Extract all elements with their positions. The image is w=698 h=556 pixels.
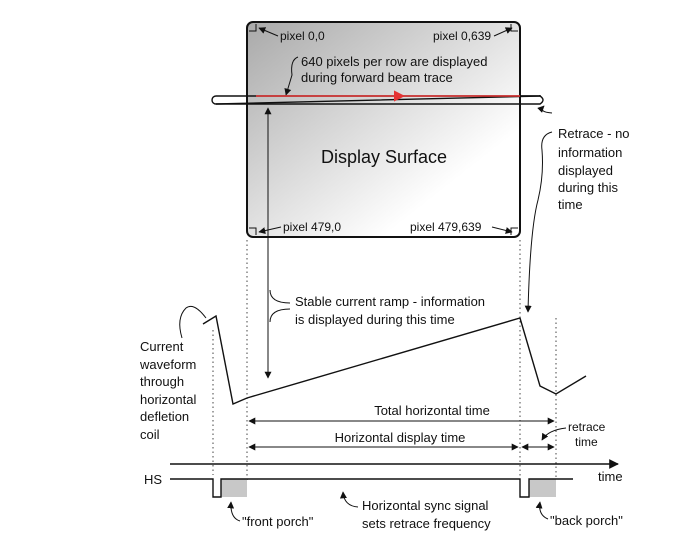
screen-surface <box>246 21 521 238</box>
hs-signal: HS Horizontal sync signal sets retrace f… <box>144 472 623 531</box>
hs-label: HS <box>144 472 162 487</box>
retrace-text-4: during this <box>558 180 618 195</box>
retrace-text-1: Retrace - no <box>558 126 630 141</box>
total-time-label: Total horizontal time <box>374 403 490 418</box>
beam-trace <box>211 90 544 105</box>
ramp-text-2: is displayed during this time <box>295 312 455 327</box>
row-note-line2: during forward beam trace <box>301 70 453 85</box>
screen-title: Display Surface <box>321 147 447 167</box>
retrace-text-2: information <box>558 145 622 160</box>
corner-label-top-right: pixel 0,639 <box>433 29 491 43</box>
back-porch-region <box>529 479 556 497</box>
waveform-label-5: defletion <box>140 409 189 424</box>
retrace-text-5: time <box>558 197 583 212</box>
corner-label-top-left: pixel 0,0 <box>280 29 325 43</box>
hs-desc-2: sets retrace frequency <box>362 516 491 531</box>
front-porch-region <box>221 479 247 497</box>
time-axis: time <box>170 459 623 484</box>
beam-retrace-loop <box>211 95 541 105</box>
ramp-annotation: Stable current ramp - information is dis… <box>264 107 485 379</box>
retrace-annotation: Retrace - no information displayed durin… <box>524 105 630 313</box>
retrace-time-label-2: time <box>575 435 598 449</box>
waveform-label-4: horizontal <box>140 392 196 407</box>
timing-spans: Total horizontal time Horizontal display… <box>248 403 606 451</box>
corner-label-bottom-left: pixel 479,0 <box>283 220 341 234</box>
waveform-label-3: through <box>140 374 184 389</box>
front-porch-label: "front porch" <box>242 514 314 529</box>
corner-label-bottom-right: pixel 479,639 <box>410 220 482 234</box>
hs-desc-1: Horizontal sync signal <box>362 498 489 513</box>
hs-waveform <box>170 478 573 498</box>
ramp-text-1: Stable current ramp - information <box>295 294 485 309</box>
retrace-text-3: displayed <box>558 163 613 178</box>
current-waveform: Current waveform through horizontal defl… <box>139 305 587 442</box>
waveform-label-2: waveform <box>139 357 196 372</box>
waveform-line <box>202 314 587 405</box>
time-axis-label: time <box>598 469 623 484</box>
waveform-label-6: coil <box>140 427 160 442</box>
display-time-label: Horizontal display time <box>335 430 466 445</box>
display-screen: Display Surface pixel 0,0 pixel 0,639 pi… <box>246 21 521 238</box>
dotted-guides <box>212 240 557 480</box>
row-note-line1: 640 pixels per row are displayed <box>301 54 487 69</box>
back-porch-label: "back porch" <box>550 513 623 528</box>
retrace-time-label-1: retrace <box>568 420 606 434</box>
waveform-label-1: Current <box>140 339 184 354</box>
